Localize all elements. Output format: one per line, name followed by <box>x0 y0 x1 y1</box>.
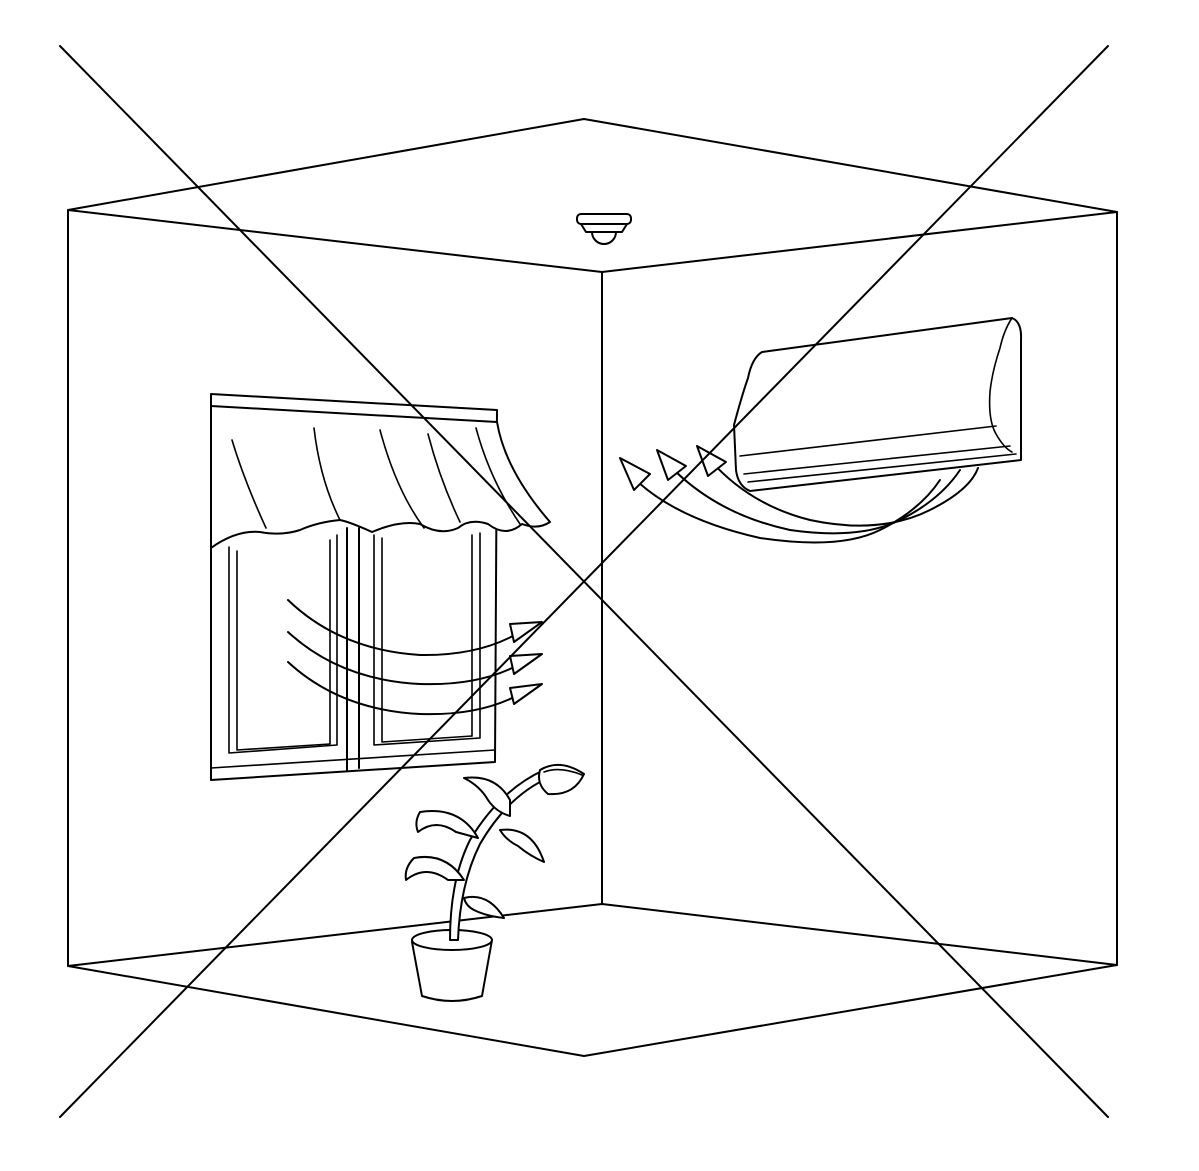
window <box>210 393 498 781</box>
cross-out-mark <box>59 45 1109 1118</box>
room-box <box>67 118 1118 1057</box>
ceiling <box>67 118 1118 273</box>
window-airflow-arrows <box>287 599 543 716</box>
arrowhead <box>656 449 687 481</box>
leaf <box>499 828 545 863</box>
arrowhead <box>509 653 543 675</box>
curtain-valance <box>210 405 551 549</box>
potted-plant <box>404 763 585 1002</box>
curtain <box>210 405 551 549</box>
leaf <box>463 776 511 817</box>
ac-airflow-arrows <box>619 445 979 544</box>
leaf <box>415 810 479 839</box>
leaf <box>404 856 465 881</box>
floor <box>67 903 1118 1057</box>
arrowhead <box>619 457 651 491</box>
leaf <box>463 896 505 919</box>
arrowhead <box>509 683 543 705</box>
arrowhead <box>509 621 543 643</box>
window-frame <box>210 393 498 781</box>
smoke-detector-icon <box>576 213 632 245</box>
air-conditioner-unit <box>733 317 1023 492</box>
ac-body <box>733 317 1023 492</box>
